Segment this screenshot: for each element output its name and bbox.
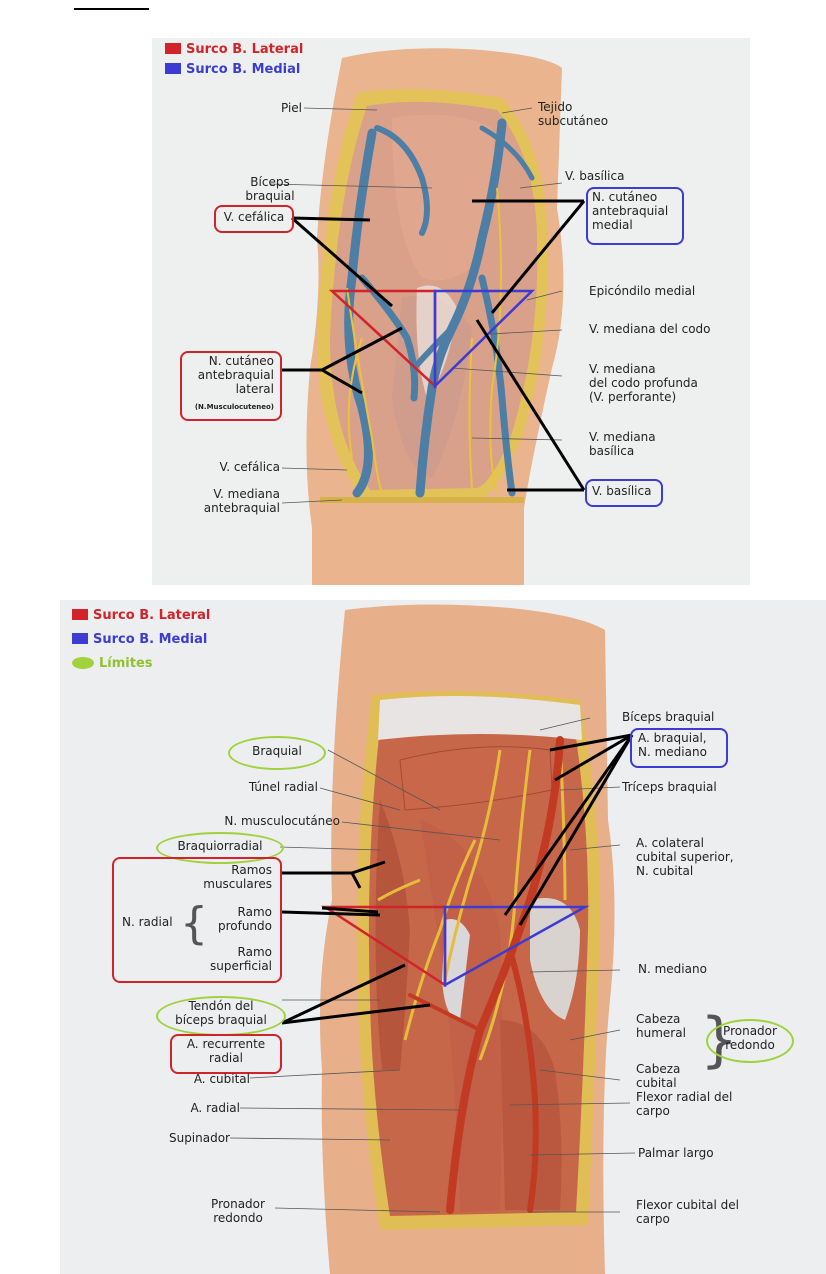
lateral-swatch-icon bbox=[165, 43, 181, 54]
label-n-cutaneo-medial: N. cutáneo antebraquial medial bbox=[592, 190, 669, 232]
label-n-musculocutaneo: N. musculocutáneo bbox=[224, 814, 340, 828]
box-v-cefalica bbox=[214, 205, 294, 233]
lateral-swatch-icon bbox=[72, 609, 88, 620]
label-tunel-radial: Túnel radial bbox=[248, 780, 318, 794]
label-ramos-musculares: Ramos musculares bbox=[203, 863, 272, 891]
box-n-cutaneo-medial bbox=[586, 187, 684, 245]
label-pronador-redondo-group: Pronador redondo bbox=[723, 1024, 777, 1052]
label-a-radial: A. radial bbox=[190, 1101, 240, 1115]
box-n-cutaneo-lateral bbox=[180, 351, 282, 421]
label-tendon-biceps: Tendón del bíceps braquial bbox=[175, 999, 267, 1027]
label-v-mediana-antebraquial: V. mediana antebraquial bbox=[203, 487, 280, 515]
superficial-veins-illustration bbox=[152, 38, 750, 585]
label-v-cefalica-bottom: V. cefálica bbox=[219, 460, 280, 474]
label-supinador: Supinador bbox=[168, 1131, 230, 1145]
legend-top-lateral: Surco B. Lateral bbox=[165, 42, 303, 58]
box-n-radial bbox=[112, 857, 282, 983]
label-epicondilo-medial: Epicóndilo medial bbox=[589, 284, 696, 298]
medial-groove-triangle-deep bbox=[443, 905, 590, 988]
label-a-braquial: A. braquial, N. mediano bbox=[638, 731, 707, 759]
brace-icon: { bbox=[180, 898, 208, 949]
label-v-basilica-top: V. basílica bbox=[565, 169, 625, 183]
label-musculocuteneo-small: (N.Musculocuteneo) bbox=[194, 403, 274, 411]
label-tejido-subcutaneo: Tejido subcutáneo bbox=[538, 100, 609, 128]
label-cabeza-humeral: Cabeza humeral bbox=[636, 1012, 686, 1040]
medial-groove-triangle bbox=[433, 289, 536, 389]
label-n-mediano: N. mediano bbox=[638, 962, 707, 976]
header-rule bbox=[74, 8, 149, 10]
legend-bottom-medial: Surco B. Medial bbox=[72, 632, 207, 648]
box-a-recurrente bbox=[170, 1034, 282, 1074]
label-ramo-superficial: Ramo superficial bbox=[210, 945, 272, 973]
label-a-recurrente: A. recurrente radial bbox=[186, 1037, 266, 1065]
medial-swatch-icon bbox=[165, 63, 181, 74]
limits-oval-icon bbox=[72, 657, 94, 669]
label-piel: Piel bbox=[280, 101, 302, 115]
legend-bottom-lateral: Surco B. Lateral bbox=[72, 608, 210, 624]
label-v-mediana-codo: V. mediana del codo bbox=[589, 322, 711, 336]
deep-structures-panel: Surco B. Lateral Surco B. Medial Límites… bbox=[60, 600, 826, 1274]
box-a-braquial bbox=[630, 728, 728, 768]
label-triceps-braquial: Tríceps braquial bbox=[622, 780, 717, 794]
label-palmar-largo: Palmar largo bbox=[638, 1146, 714, 1160]
label-v-basilica-box: V. basílica bbox=[592, 484, 652, 498]
label-v-cefalica-box: V. cefálica bbox=[223, 210, 285, 224]
label-braquiorradial: Braquiorradial bbox=[177, 839, 263, 853]
label-cabeza-cubital: Cabeza cubital bbox=[636, 1062, 681, 1090]
label-braquial: Braquial bbox=[252, 744, 302, 758]
medial-swatch-icon bbox=[72, 633, 88, 644]
label-biceps-braquial: Bíceps braquial bbox=[245, 175, 295, 203]
oval-pronador-redondo bbox=[706, 1019, 794, 1063]
label-a-colateral: A. colateral cubital superior, N. cubita… bbox=[636, 836, 734, 878]
label-flexor-radial: Flexor radial del carpo bbox=[636, 1090, 733, 1118]
label-ramo-profundo: Ramo profundo bbox=[217, 905, 272, 933]
label-pronador-redondo: Pronador redondo bbox=[211, 1197, 265, 1225]
label-v-mediana-basilica: V. mediana basílica bbox=[589, 430, 656, 458]
deep-structures-illustration bbox=[60, 600, 826, 1274]
label-n-cutaneo-lateral: N. cutáneo antebraquial lateral bbox=[197, 354, 274, 396]
label-a-cubital: A. cubital bbox=[193, 1072, 250, 1086]
superficial-veins-panel: Surco B. Lateral Surco B. Medial Piel Te… bbox=[152, 38, 750, 585]
oval-braquial bbox=[228, 736, 326, 770]
label-v-mediana-profunda: V. mediana del codo profunda (V. perfora… bbox=[589, 362, 698, 404]
label-n-radial: N. radial bbox=[122, 915, 173, 929]
oval-braquiorradial bbox=[156, 832, 284, 864]
legend-top-medial: Surco B. Medial bbox=[165, 62, 300, 78]
label-biceps-braquial-deep: Bíceps braquial bbox=[622, 710, 715, 724]
label-flexor-cubital: Flexor cubital del carpo bbox=[636, 1198, 739, 1226]
legend-bottom-limits: Límites bbox=[72, 656, 153, 672]
veins bbox=[344, 118, 535, 498]
box-v-basilica bbox=[585, 479, 663, 507]
